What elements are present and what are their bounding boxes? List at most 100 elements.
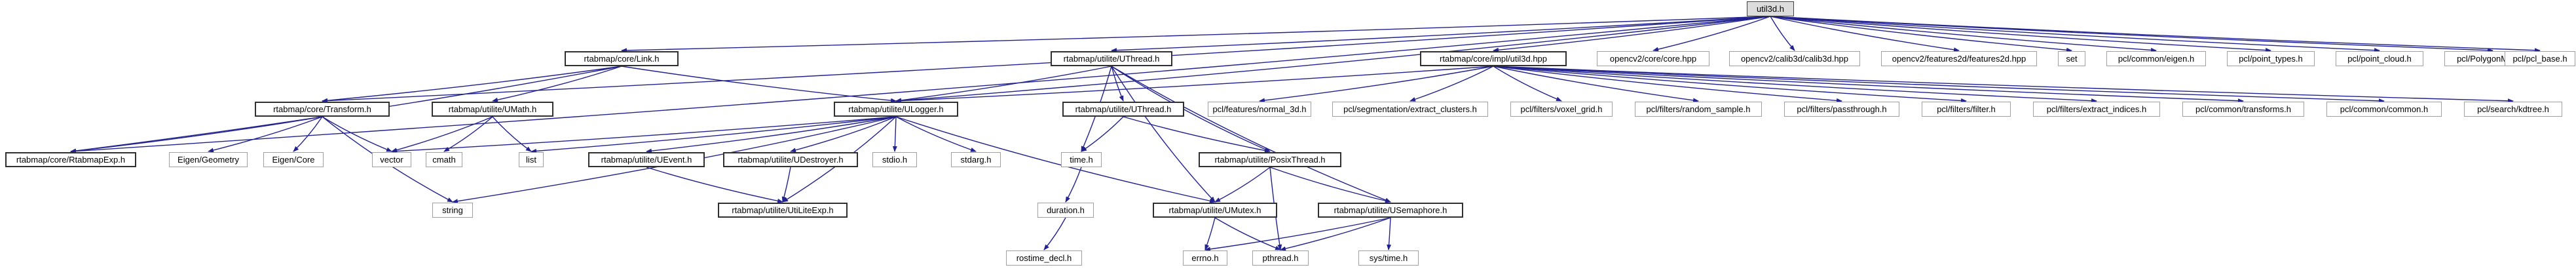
- graph-node-label: rostime_decl.h: [1016, 253, 1072, 263]
- graph-node-uevent[interactable]: rtabmap/utilite/UEvent.h: [588, 152, 705, 167]
- graph-node-stdio[interactable]: stdio.h: [872, 152, 917, 167]
- graph-node-stdarg[interactable]: stdarg.h: [951, 152, 1001, 167]
- graph-edge-link-to-umath: [492, 66, 622, 102]
- graph-node-pclpointcloud[interactable]: pcl/point_cloud.h: [2336, 51, 2423, 66]
- graph-node-label: opencv2/core/core.hpp: [1609, 54, 1697, 64]
- graph-edge-ulogger-to-vector: [391, 116, 897, 154]
- graph-node-label: pcl/filters/random_sample.h: [1646, 104, 1751, 114]
- graph-node-label: vector: [380, 155, 403, 165]
- graph-node-umutex[interactable]: rtabmap/utilite/UMutex.h: [1153, 203, 1277, 218]
- graph-edge-ulogger-to-stdio: [892, 116, 897, 152]
- graph-node-string[interactable]: string: [432, 203, 473, 218]
- graph-edge-util3dhpp-to-pclsearchkdtree: [1493, 66, 2514, 104]
- graph-node-eigengeometry[interactable]: Eigen/Geometry: [169, 152, 248, 167]
- graph-node-pclfilter[interactable]: pcl/filters/filter.h: [1922, 102, 2011, 117]
- graph-edge-util3dhpp-to-pclfilter: [1493, 66, 1967, 104]
- graph-node-pclvoxelgrid[interactable]: pcl/filters/voxel_grid.h: [1510, 102, 1613, 117]
- graph-node-label: rtabmap/utilite/PosixThread.h: [1214, 155, 1326, 165]
- graph-node-pclextractindices[interactable]: pcl/filters/extract_indices.h: [2033, 102, 2160, 117]
- graph-node-label: pcl/search/kdtree.h: [2477, 104, 2549, 114]
- graph-edge-util3d-to-rtabmapexp: [70, 16, 1771, 153]
- graph-edge-uthread-to-uthread2: [1111, 66, 1124, 102]
- graph-node-label: rtabmap/utilite/UEvent.h: [601, 155, 692, 165]
- graph-node-pthreadh[interactable]: pthread.h: [1252, 250, 1309, 266]
- graph-node-umath[interactable]: rtabmap/utilite/UMath.h: [432, 102, 553, 117]
- graph-edge-util3d-to-uthread: [1111, 16, 1771, 53]
- graph-node-list[interactable]: list: [519, 152, 544, 167]
- graph-node-rostimedecl[interactable]: rostime_decl.h: [1006, 250, 1082, 266]
- graph-edge-uposixthread-to-umutex: [1214, 167, 1271, 203]
- graph-node-rtabmapexp[interactable]: rtabmap/core/RtabmapExp.h: [5, 152, 136, 167]
- graph-node-label: rtabmap/utilite/UDestroyer.h: [737, 155, 844, 165]
- graph-edge-transform-to-rtabmapexp: [70, 116, 323, 153]
- graph-node-pcleigen[interactable]: pcl/common/eigen.h: [2106, 51, 2206, 66]
- graph-edge-util3dhpp-to-ulogger: [895, 66, 1494, 104]
- graph-edge-ulogger-to-umutex: [895, 116, 1216, 203]
- graph-node-usemaphore[interactable]: rtabmap/utilite/USemaphore.h: [1318, 203, 1463, 218]
- graph-node-udestroyer[interactable]: rtabmap/utilite/UDestroyer.h: [723, 152, 858, 167]
- graph-node-errnoh[interactable]: errno.h: [1183, 250, 1227, 266]
- graph-edge-umutex-to-pthreadh: [1214, 217, 1281, 250]
- graph-node-utilitetcpexp[interactable]: rtabmap/utilite/UtiLiteExp.h: [718, 203, 848, 218]
- graph-node-label: rtabmap/utilite/UThread.h: [1075, 104, 1172, 114]
- graph-node-cmath[interactable]: cmath: [426, 152, 462, 167]
- graph-node-eigencore[interactable]: Eigen/Core: [263, 152, 324, 167]
- graph-node-util3d[interactable]: util3d.h: [1747, 1, 1794, 16]
- graph-node-uthread[interactable]: rtabmap/utilite/UThread.h: [1051, 51, 1172, 66]
- graph-node-pclcommontransforms[interactable]: pcl/common/transforms.h: [2182, 102, 2304, 117]
- graph-node-pclsegextract[interactable]: pcl/segmentation/extract_clusters.h: [1332, 102, 1488, 117]
- graph-node-set[interactable]: set: [2058, 51, 2085, 66]
- graph-edge-util3d-to-link: [621, 16, 1771, 53]
- graph-node-link[interactable]: rtabmap/core/Link.h: [565, 51, 679, 66]
- graph-node-pclfeaturesnormal3d[interactable]: pcl/features/normal_3d.h: [1208, 102, 1311, 117]
- graph-node-systimeh[interactable]: sys/time.h: [1358, 250, 1419, 266]
- graph-edge-uthread-to-ulogger: [895, 66, 1112, 103]
- graph-edge-link-to-transform: [322, 66, 622, 103]
- graph-node-timeh[interactable]: time.h: [1061, 152, 1102, 167]
- graph-node-label: util3d.h: [1757, 4, 1784, 14]
- graph-edge-util3dhpp-to-pclfeaturesnormal3d: [1259, 66, 1494, 103]
- graph-node-label: pcl/common/transforms.h: [2195, 104, 2291, 114]
- graph-node-durationh[interactable]: duration.h: [1037, 203, 1094, 218]
- graph-node-label: pcl/filters/extract_indices.h: [2046, 104, 2147, 114]
- graph-node-uposixthread[interactable]: rtabmap/utilite/PosixThread.h: [1199, 152, 1341, 167]
- graph-node-label: pcl/common/common.h: [2340, 104, 2429, 114]
- graph-node-pclsearchkdtree[interactable]: pcl/search/kdtree.h: [2464, 102, 2562, 117]
- graph-node-label: string: [442, 205, 463, 215]
- graph-edge-umath-to-vector: [391, 116, 493, 153]
- graph-edge-ulogger-to-list: [531, 116, 897, 153]
- graph-edge-uthread-to-usemaphore: [1111, 66, 1391, 203]
- graph-node-label: rtabmap/core/Link.h: [584, 54, 660, 64]
- graph-node-label: rtabmap/core/Transform.h: [273, 104, 371, 114]
- graph-edge-uposixthread-to-usemaphore: [1269, 167, 1391, 203]
- graph-edge-ulogger-to-uevent: [646, 116, 897, 153]
- graph-node-util3dhpp[interactable]: rtabmap/core/impl/util3d.hpp: [1420, 51, 1567, 66]
- graph-node-label: time.h: [1070, 155, 1093, 165]
- graph-node-cvcore[interactable]: opencv2/core/core.hpp: [1597, 51, 1709, 66]
- graph-node-label: rtabmap/core/RtabmapExp.h: [16, 155, 126, 165]
- graph-node-cvfeatures2d[interactable]: opencv2/features2d/features2d.hpp: [1881, 51, 2037, 66]
- graph-node-label: pcl/point_types.h: [2239, 54, 2303, 64]
- graph-node-label: rtabmap/utilite/UMutex.h: [1168, 205, 1261, 215]
- graph-node-vector[interactable]: vector: [372, 152, 411, 167]
- graph-node-pclrandomsample[interactable]: pcl/filters/random_sample.h: [1635, 102, 1762, 117]
- graph-node-label: Eigen/Geometry: [177, 155, 239, 165]
- graph-node-pclcommoncommon[interactable]: pcl/common/common.h: [2326, 102, 2442, 117]
- graph-edge-util3d-to-cvfeatures2d: [1770, 16, 1960, 52]
- graph-node-pclpassthrough[interactable]: pcl/filters/passthrough.h: [1784, 102, 1899, 117]
- graph-edge-umutex-to-errnoh: [1204, 217, 1216, 250]
- graph-node-label: sys/time.h: [1369, 253, 1408, 263]
- graph-node-label: pcl/segmentation/extract_clusters.h: [1343, 104, 1477, 114]
- graph-edge-util3d-to-pclbase: [1770, 16, 2541, 53]
- graph-node-uthread2[interactable]: rtabmap/utilite/UThread.h: [1062, 102, 1184, 117]
- graph-node-pclbase[interactable]: pcl/pcl_base.h: [2505, 51, 2575, 66]
- graph-node-pclpointtypes[interactable]: pcl/point_types.h: [2227, 51, 2315, 66]
- graph-node-label: opencv2/calib3d/calib3d.hpp: [1740, 54, 1849, 64]
- graph-edge-util3dhpp-to-pclextractindices: [1493, 66, 2097, 104]
- graph-node-transform[interactable]: rtabmap/core/Transform.h: [255, 102, 390, 117]
- graph-node-label: list: [526, 155, 536, 165]
- graph-node-cvcalib3d[interactable]: opencv2/calib3d/calib3d.hpp: [1729, 51, 1860, 66]
- graph-node-ulogger[interactable]: rtabmap/utilite/ULogger.h: [834, 102, 958, 117]
